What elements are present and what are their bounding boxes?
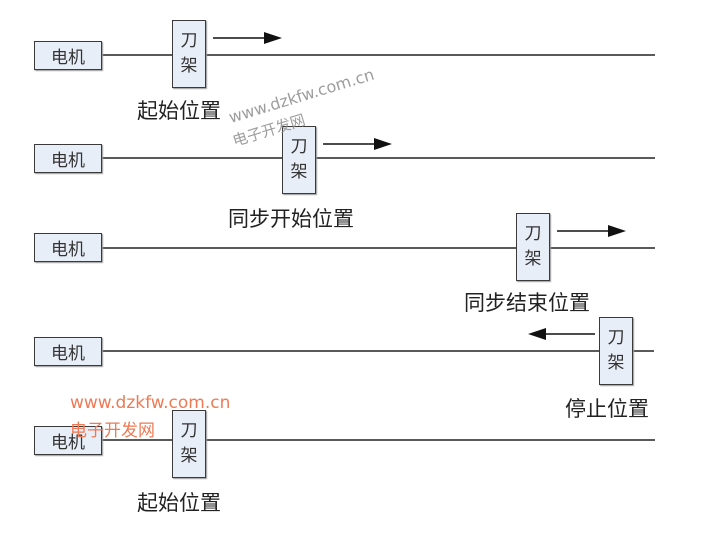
motor-label: 电机 bbox=[51, 433, 85, 453]
tool-holder-row2: 刀 架 bbox=[282, 126, 316, 194]
tool-label-char2: 架 bbox=[290, 162, 308, 182]
motor-label: 电机 bbox=[51, 151, 85, 171]
tool-holder-row4: 刀 架 bbox=[599, 317, 633, 385]
tool-label-char1: 刀 bbox=[180, 421, 198, 441]
watermark-name-orange: 电子开发网 bbox=[70, 421, 155, 441]
position-label-row4: 停止位置 bbox=[565, 397, 649, 421]
motor-box-row2: 电机 bbox=[34, 144, 102, 173]
watermark-url-orange: www.dzkfw.com.cn bbox=[70, 393, 231, 413]
motor-label: 电机 bbox=[51, 240, 85, 260]
tool-label-char2: 架 bbox=[180, 56, 198, 76]
shaft-line-row3 bbox=[102, 247, 655, 249]
tool-holder-row5: 刀 架 bbox=[172, 410, 206, 478]
arrow-right-icon bbox=[323, 138, 392, 150]
shaft-line-row1 bbox=[102, 54, 655, 56]
motor-box-row1: 电机 bbox=[34, 41, 102, 70]
position-label-row3: 同步结束位置 bbox=[464, 291, 590, 315]
arrow-right-icon bbox=[557, 225, 626, 237]
position-label-row1: 起始位置 bbox=[137, 99, 221, 123]
tool-label-char1: 刀 bbox=[290, 137, 308, 157]
motor-box-row5: 电机 bbox=[34, 426, 102, 455]
shaft-line-row4 bbox=[102, 350, 654, 352]
tool-label-char1: 刀 bbox=[180, 31, 198, 51]
tool-label-char2: 架 bbox=[607, 353, 625, 373]
tool-holder-row1: 刀 架 bbox=[172, 20, 206, 88]
shaft-line-row2 bbox=[102, 157, 655, 159]
arrow-left-icon bbox=[528, 328, 595, 340]
tool-label-char1: 刀 bbox=[524, 224, 542, 244]
tool-label-char2: 架 bbox=[180, 446, 198, 466]
motor-box-row4: 电机 bbox=[34, 337, 102, 366]
position-label-row5: 起始位置 bbox=[137, 491, 221, 515]
position-label-row2: 同步开始位置 bbox=[228, 207, 354, 231]
shaft-line-row5 bbox=[102, 439, 655, 441]
tool-label-char2: 架 bbox=[524, 249, 542, 269]
arrow-right-icon bbox=[213, 32, 282, 44]
motor-label: 电机 bbox=[51, 344, 85, 364]
tool-label-char1: 刀 bbox=[607, 328, 625, 348]
motor-box-row3: 电机 bbox=[34, 233, 102, 262]
tool-holder-row3: 刀 架 bbox=[516, 213, 550, 281]
motor-label: 电机 bbox=[51, 48, 85, 68]
